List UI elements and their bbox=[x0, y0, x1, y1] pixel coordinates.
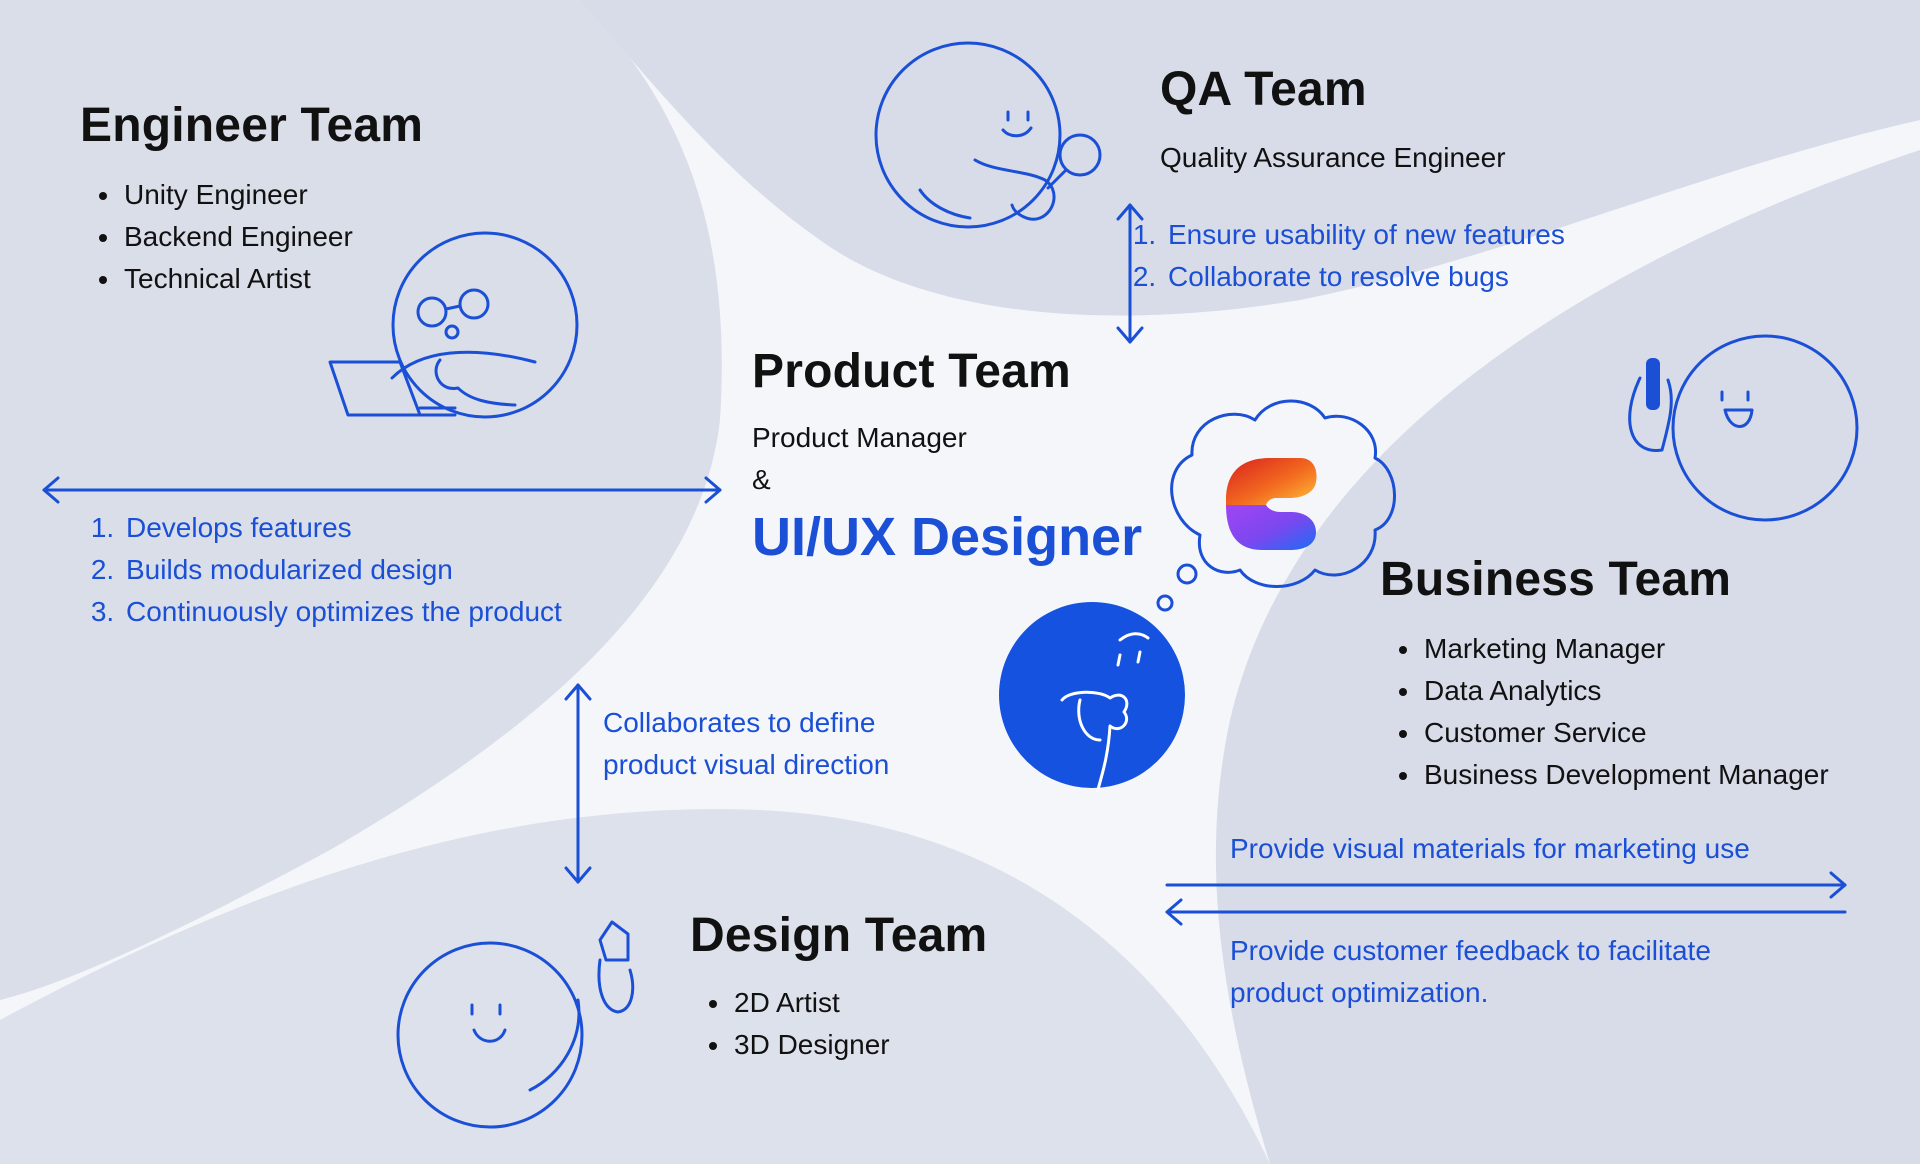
list-item: Unity Engineer bbox=[122, 174, 353, 216]
from-business-label: Provide customer feedback to facilitate … bbox=[1230, 930, 1790, 1014]
product-ampersand: & bbox=[752, 462, 771, 498]
app-logo-icon bbox=[1226, 458, 1317, 550]
design-relation-label: Collaborates to define product visual di… bbox=[603, 702, 953, 786]
design-team-title: Design Team bbox=[690, 910, 987, 963]
product-manager-label: Product Manager bbox=[752, 420, 967, 456]
engineer-team-title: Engineer Team bbox=[80, 100, 423, 153]
business-roles-list: Marketing Manager Data Analytics Custome… bbox=[1380, 628, 1829, 796]
list-item: Technical Artist bbox=[122, 258, 353, 300]
list-item: Ensure usability of new features bbox=[1164, 214, 1724, 256]
list-item: 3D Designer bbox=[732, 1024, 890, 1066]
design-roles-list: 2D Artist 3D Designer bbox=[690, 982, 890, 1066]
list-item: Business Development Manager bbox=[1422, 754, 1829, 796]
list-item: 2D Artist bbox=[732, 982, 890, 1024]
list-item: Backend Engineer bbox=[122, 216, 353, 258]
product-team-title: Product Team bbox=[752, 346, 1071, 399]
engineer-duties-list: Develops features Builds modularized des… bbox=[76, 507, 582, 633]
list-item: Continuously optimizes the product bbox=[122, 591, 582, 633]
list-item: Develops features bbox=[122, 507, 582, 549]
qa-subtitle: Quality Assurance Engineer bbox=[1160, 140, 1506, 176]
list-item: Collaborate to resolve bugs bbox=[1164, 256, 1724, 298]
business-team-title: Business Team bbox=[1380, 554, 1731, 607]
qa-duties-list: Ensure usability of new features Collabo… bbox=[1118, 214, 1724, 298]
list-item: Data Analytics bbox=[1422, 670, 1829, 712]
list-item: Customer Service bbox=[1422, 712, 1829, 754]
uiux-designer-label: UI/UX Designer bbox=[752, 508, 1142, 567]
designer-thinking-icon bbox=[999, 602, 1185, 790]
qa-team-title: QA Team bbox=[1160, 64, 1367, 117]
list-item: Builds modularized design bbox=[122, 549, 582, 591]
list-item: Marketing Manager bbox=[1422, 628, 1829, 670]
engineer-roles-list: Unity Engineer Backend Engineer Technica… bbox=[80, 174, 353, 300]
to-business-label: Provide visual materials for marketing u… bbox=[1230, 828, 1750, 870]
